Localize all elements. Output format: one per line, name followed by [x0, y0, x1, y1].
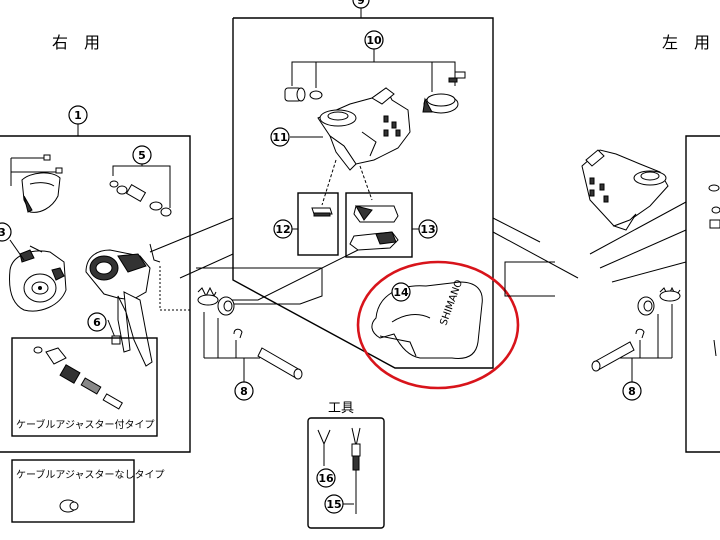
- clip-part-right: [635, 328, 645, 339]
- clip-part: [233, 328, 243, 339]
- svg-text:3: 3: [0, 226, 6, 239]
- part-8-right-group: 8: [591, 286, 681, 401]
- bushing-part: [284, 87, 306, 102]
- washer-part: [309, 90, 323, 100]
- cover-part: [21, 172, 61, 213]
- tools-label: 工具: [328, 401, 354, 416]
- svg-text:13: 13: [420, 223, 435, 236]
- no-adjuster-type-box: ケーブルアジャスターなしタイプ: [11, 459, 165, 523]
- callout-13: 13: [418, 219, 438, 239]
- callout-14: 14: [391, 282, 411, 302]
- lever-bracket-body: [317, 87, 411, 171]
- svg-text:10: 10: [366, 34, 382, 47]
- center-top-box: 9 10: [232, 0, 520, 390]
- main-lever-assembly: [85, 243, 161, 367]
- small-screw-part: [111, 335, 121, 345]
- callout-12: 12: [273, 219, 293, 239]
- rubber-hood-part: SHIMANO: [371, 278, 483, 359]
- callout-10: 10: [364, 30, 384, 50]
- callout-8-right: 8: [622, 381, 642, 401]
- svg-text:11: 11: [272, 131, 287, 144]
- left-use-box: [685, 135, 720, 453]
- part-12-box: [297, 192, 339, 256]
- connector-lines: [149, 201, 687, 305]
- tools-box: 工具 16 15: [307, 401, 385, 529]
- svg-text:12: 12: [275, 223, 290, 236]
- adjuster-type-box: ケーブルアジャスター付タイプ: [11, 337, 158, 437]
- svg-text:9: 9: [357, 0, 365, 7]
- adjuster-type-label: ケーブルアジャスター付タイプ: [16, 418, 155, 431]
- callout-9: 9: [352, 0, 370, 9]
- callout-3: 3: [0, 222, 12, 242]
- svg-text:8: 8: [628, 385, 636, 398]
- right-use-label: 右 用: [52, 33, 100, 52]
- pin-part: [257, 347, 303, 380]
- callout-6: 6: [87, 312, 107, 332]
- collar-part: [217, 296, 235, 316]
- spring-part-right: [659, 286, 681, 302]
- svg-text:15: 15: [326, 498, 341, 511]
- svg-text:8: 8: [240, 385, 248, 398]
- clamp-band-part: [422, 93, 459, 114]
- svg-text:1: 1: [74, 109, 82, 122]
- part-8-left-group: 8: [197, 286, 303, 401]
- no-adjuster-type-label: ケーブルアジャスターなしタイプ: [16, 468, 165, 481]
- callout-16: 16: [316, 468, 336, 488]
- svg-text:16: 16: [318, 472, 334, 485]
- right-use-box: 1 3 5: [0, 105, 191, 453]
- tool-16-fork: [317, 429, 331, 466]
- callout-15: 15: [324, 494, 344, 514]
- left-use-label: 左 用: [662, 33, 710, 52]
- collar-part-right: [637, 296, 655, 316]
- callout-1: 1: [68, 105, 88, 125]
- callout-8-left: 8: [234, 381, 254, 401]
- left-use-bracket: [581, 149, 669, 231]
- callout-5: 5: [132, 145, 152, 165]
- part-13-box: [345, 192, 413, 258]
- svg-text:14: 14: [393, 286, 409, 299]
- highlight-circle: [356, 260, 520, 390]
- callout-11: 11: [270, 127, 290, 147]
- pin-part-right: [591, 341, 635, 372]
- spring-part: [197, 286, 219, 306]
- svg-text:5: 5: [138, 149, 146, 162]
- shift-unit-part: [9, 249, 67, 312]
- svg-text:6: 6: [93, 316, 101, 329]
- clamp-screw-part: [448, 71, 466, 83]
- cable-adjuster-set: [109, 180, 172, 217]
- tool-15-probe: [351, 427, 361, 514]
